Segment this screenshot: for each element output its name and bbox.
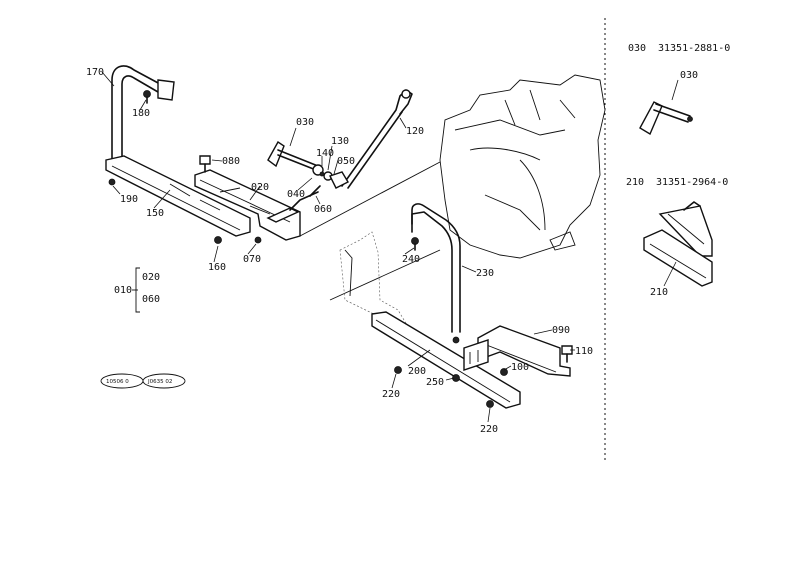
connector-line-lower	[329, 249, 441, 301]
callout-030: 030	[296, 117, 314, 128]
drawing-stamp	[100, 373, 186, 389]
rod-120	[341, 89, 413, 189]
callout-250: 250	[426, 377, 444, 388]
engine-block	[439, 74, 606, 259]
callout-labels: 170 180 190 150 160 070 080 020 030 040 …	[86, 67, 593, 435]
callout-040: 040	[287, 189, 305, 200]
bolt-240	[411, 237, 419, 251]
callout-190: 190	[120, 194, 138, 205]
sidebar-detail-label-210: 210	[650, 287, 668, 298]
callout-130: 130	[331, 136, 349, 147]
handle-230	[411, 203, 461, 344]
detail-bracket-210	[643, 201, 713, 287]
plate-020	[194, 169, 301, 241]
linkage-hardware	[289, 164, 349, 211]
callout-060: 060	[314, 204, 332, 215]
detail-pedal-030	[639, 101, 693, 136]
bolt-180	[143, 90, 151, 104]
callout-110: 110	[575, 346, 593, 357]
callout-050: 050	[337, 156, 355, 167]
bolt-100	[500, 368, 508, 376]
bracket-090	[463, 325, 571, 377]
connector-line-upper	[299, 161, 441, 237]
sidebar-detail-label-030: 030	[680, 70, 698, 81]
assembly-parent-010: 010	[114, 285, 132, 296]
callout-140: 140	[316, 148, 334, 159]
assembly-child-020: 020	[142, 272, 160, 283]
sidebar-ref-030: 030	[628, 43, 646, 54]
callout-090: 090	[552, 325, 570, 336]
sidebar-ref-210: 210	[626, 177, 644, 188]
stamp-right-text: J0635 02	[147, 379, 172, 385]
callout-200: 200	[408, 366, 426, 377]
bolt-080	[199, 155, 211, 173]
pedal-030	[267, 140, 319, 171]
bolt-110	[561, 345, 573, 363]
sidebar-partno-210: 31351-2964-0	[656, 177, 728, 188]
callout-240: 240	[402, 254, 420, 265]
callout-070: 070	[243, 254, 261, 265]
handle-170	[111, 65, 175, 163]
panel-shield	[339, 231, 411, 331]
sidebar-legend: 030 31351-2881-0 030 210 31351-2964-0 21…	[626, 43, 730, 298]
frame-200	[371, 311, 521, 409]
callout-150: 150	[146, 208, 164, 219]
callout-120: 120	[406, 126, 424, 137]
callout-170: 170	[86, 67, 104, 78]
callout-020: 020	[251, 182, 269, 193]
callout-180: 180	[132, 108, 150, 119]
callout-220-left: 220	[382, 389, 400, 400]
callout-080: 080	[222, 156, 240, 167]
callout-220-right: 220	[480, 424, 498, 435]
callout-100: 100	[511, 362, 529, 373]
bar-150	[105, 155, 262, 244]
assembly-bracket	[132, 267, 140, 313]
assembly-child-060: 060	[142, 294, 160, 305]
callout-160: 160	[208, 262, 226, 273]
sidebar-partno-030: 31351-2881-0	[658, 43, 730, 54]
callout-230: 230	[476, 268, 494, 279]
stamp-left-text: 10506 0	[106, 379, 129, 385]
leader-lines	[101, 71, 679, 423]
